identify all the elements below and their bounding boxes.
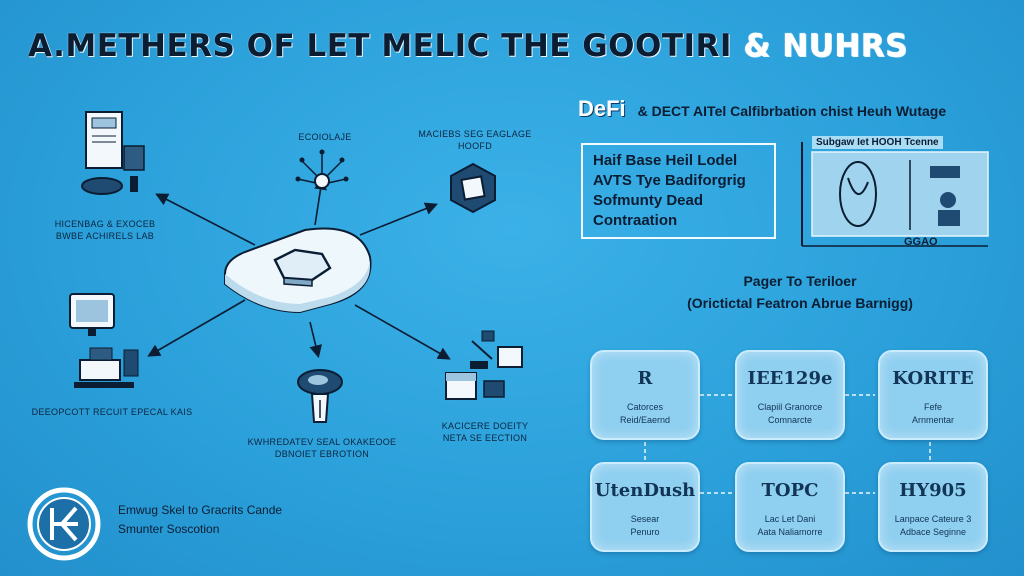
card-2: IEE129e Clapiil Granorce Comnarcte <box>735 350 845 440</box>
arrow-to-chip <box>359 202 438 236</box>
right-heading: DeFi & DECT AITel Calfibrbation chist He… <box>578 96 946 122</box>
bottom-right-label-line2: NETA SE EECTION <box>442 433 528 443</box>
card-4-sub-line2: Penuro <box>630 527 660 537</box>
card-5-sub-line2: Aata Naliamorre <box>757 527 823 537</box>
card-2-title: IEE129e <box>747 368 833 389</box>
card-5-sub: Lac Let Dani Aata Naliamorre <box>737 513 843 539</box>
card-3-title: KORITE <box>892 368 974 389</box>
footer-line1: Emwug Skel to Gracrits Cande <box>118 503 283 517</box>
top-right-label-line2: HOOFD <box>458 141 492 151</box>
page-title: A.METHERS OF LET MELIC THE GOOTIRI & NUH… <box>28 28 908 64</box>
storage-icon <box>297 369 343 423</box>
bottom-center-label: KWHREDATEV SEAL OKAKEOOE DBNOIET EBROTIO… <box>232 436 412 460</box>
left-label-line2: BWBE ACHIRELS LAB <box>55 231 155 241</box>
arrow-to-blocks <box>354 304 451 360</box>
network-hub-icon <box>295 149 349 189</box>
card-5-title: TOPC <box>761 480 819 501</box>
card-1-sub-line2: Reid/Eaernd <box>619 415 671 425</box>
right-heading-big: DeFi <box>578 96 626 121</box>
card-4-title: UtenDush <box>594 480 696 501</box>
card-5-sub-line1: Lac Let Dani <box>764 514 816 524</box>
middle-title: Pager To Teriloer (Orictictal Featron Ab… <box>580 270 1020 314</box>
screen-title: Subgaw Iet HOOH Tcenne <box>812 136 943 149</box>
card-2-sub: Clapiil Granorce Comnarcte <box>737 401 843 427</box>
feature-line-3: Sofmunty Dead <box>593 192 704 209</box>
card-3-sub: Fefe Arnmentar <box>880 401 986 427</box>
card-6: HY905 Lanpace Cateure 3 Adbace Seginne <box>878 462 988 552</box>
feature-line-4: Contraation <box>593 212 678 229</box>
card-3-sub-line2: Arnmentar <box>911 415 955 425</box>
top-center-label: ECOIOLAJE <box>298 132 352 142</box>
right-heading-rest: & DECT AITel Calfibrbation chist Heuh Wu… <box>637 103 947 119</box>
arrow-to-server <box>155 193 256 246</box>
bottom-left-label: DEEOPCOTT RECUIT EPECAL KAIS <box>31 407 193 417</box>
card-6-sub-line1: Lanpace Cateure 3 <box>894 514 972 524</box>
arrow-to-workstation <box>147 299 246 357</box>
card-2-sub-line1: Clapiil Granorce <box>757 402 823 412</box>
workstation-icon <box>69 293 139 388</box>
bottom-right-label-line1: KACICERE DOEITY <box>441 421 529 431</box>
middle-title-line2: (Orictictal Featron Abrue Barnigg) <box>687 295 913 311</box>
dashboard-screen-icon <box>801 142 989 247</box>
card-1: R Catorces Reid/Eaernd <box>590 350 700 440</box>
feature-line-2: AVTS Tye Badiforgrig <box>593 172 746 189</box>
card-1-sub-line1: Catorces <box>626 402 663 412</box>
arrow-to-storage <box>309 321 322 359</box>
card-1-sub: Catorces Reid/Eaernd <box>592 401 698 427</box>
card-4: UtenDush Sesear Penuro <box>590 462 700 552</box>
card-4-sub-line1: Sesear <box>630 514 660 524</box>
blocks-icon <box>445 330 523 400</box>
top-right-label-line1: MACIEBS SEG EAGLAGE <box>418 129 532 139</box>
feature-line-1: Haif Base Heil Lodel <box>593 152 738 169</box>
chip-icon <box>450 162 496 214</box>
card-6-sub-line2: Adbace Seginne <box>899 527 967 537</box>
footer-text: Emwug Skel to Gracrits Cande Smunter Sos… <box>118 501 282 539</box>
card-6-sub: Lanpace Cateure 3 Adbace Seginne <box>880 513 986 539</box>
middle-title-line1: Pager To Teriloer <box>743 273 857 289</box>
left-label-line1: HICENBAG & EXOCEB <box>54 219 156 229</box>
card-3-sub-line1: Fefe <box>923 402 942 412</box>
screen-tag: GGAO <box>904 236 938 248</box>
feature-box: Haif Base Heil Lodel AVTS Tye Badiforgri… <box>581 143 776 239</box>
bottom-right-label: KACICERE DOEITY NETA SE EECTION <box>410 420 560 444</box>
bottom-center-label-line1: KWHREDATEV SEAL OKAKEOOE <box>247 437 397 447</box>
card-2-sub-line2: Comnarcte <box>767 415 812 425</box>
card-3: KORITE Fefe Arnmentar <box>878 350 988 440</box>
card-4-sub: Sesear Penuro <box>592 513 698 539</box>
bottom-center-label-line2: DBNOIET EBROTION <box>274 449 370 459</box>
title-main: A.METHERS OF LET MELIC THE GOOTIRI <box>28 28 732 64</box>
server-icon <box>81 111 145 195</box>
left-label: HICENBAG & EXOCEB BWBE ACHIRELS LAB <box>35 218 175 242</box>
brand-logo-icon <box>27 487 101 561</box>
footer-line2: Smunter Soscotion <box>118 522 220 536</box>
card-6-title: HY905 <box>899 480 967 501</box>
card-1-title: R <box>637 368 653 389</box>
top-right-label: MACIEBS SEG EAGLAGE HOOFD <box>410 128 540 152</box>
title-amp: & NUHRS <box>743 28 908 64</box>
hub-platform-icon <box>224 227 372 314</box>
card-5: TOPC Lac Let Dani Aata Naliamorre <box>735 462 845 552</box>
